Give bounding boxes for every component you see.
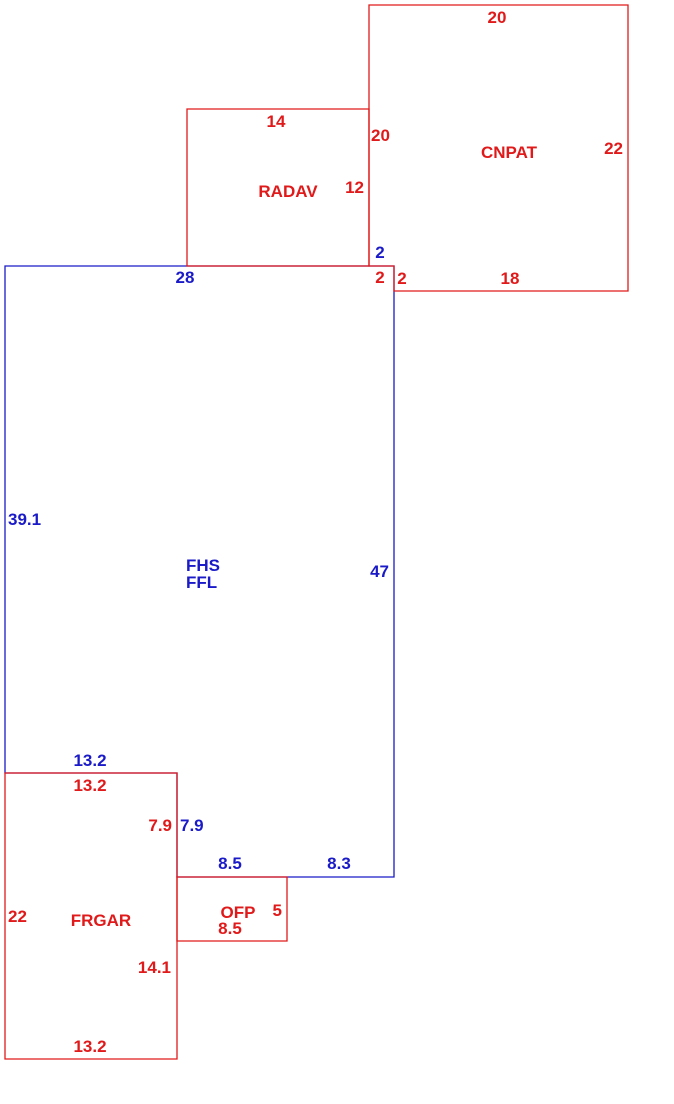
cnpat-dim-left: 20 <box>371 126 390 145</box>
frgar-dim-left: 22 <box>8 907 27 926</box>
cnpat-outline <box>368 4 629 292</box>
radav-name: RADAV <box>258 182 318 201</box>
frgar-outline <box>4 772 178 1060</box>
fhs-dim-bottom-left: 13.2 <box>73 751 106 770</box>
radav-dim-right: 12 <box>345 178 364 197</box>
frgar-dim-bottom: 13.2 <box>73 1037 106 1056</box>
cnpat-dim-step-h: 2 <box>397 269 406 288</box>
ofp-dim-bottom: 8.5 <box>218 919 242 938</box>
fhs-dim-top: 28 <box>176 268 195 287</box>
frgar-dim-right-lower: 14.1 <box>138 958 171 977</box>
fhs-dim-bottom-right: 8.3 <box>327 854 351 873</box>
frgar-dim-right-upper: 7.9 <box>148 816 172 835</box>
ofp-dim-right: 5 <box>273 901 282 920</box>
cnpat-dim-top: 20 <box>488 8 507 27</box>
fhs-name-1: FHS <box>186 556 220 575</box>
fhs-dim-right: 47 <box>370 562 389 581</box>
frgar-name: FRGAR <box>71 911 131 930</box>
ofp-outline <box>176 876 288 942</box>
cnpat-dim-right: 22 <box>604 139 623 158</box>
cnpat-dim-bottom: 18 <box>501 269 520 288</box>
cnpat-name: CNPAT <box>481 143 538 162</box>
radav-dim-top: 14 <box>267 112 286 131</box>
fhs-dim-left: 39.1 <box>8 510 41 529</box>
fhs-dim-bottom-mid: 8.5 <box>218 854 242 873</box>
cnpat-dim-step-v: 2 <box>375 268 384 287</box>
fhs-dim-inner-step: 7.9 <box>180 816 204 835</box>
ofp-name: OFP <box>221 903 256 922</box>
fhs-name-2: FFL <box>186 573 217 592</box>
frgar-dim-top: 13.2 <box>73 776 106 795</box>
fhs-dim-top-notch: 2 <box>375 243 384 262</box>
